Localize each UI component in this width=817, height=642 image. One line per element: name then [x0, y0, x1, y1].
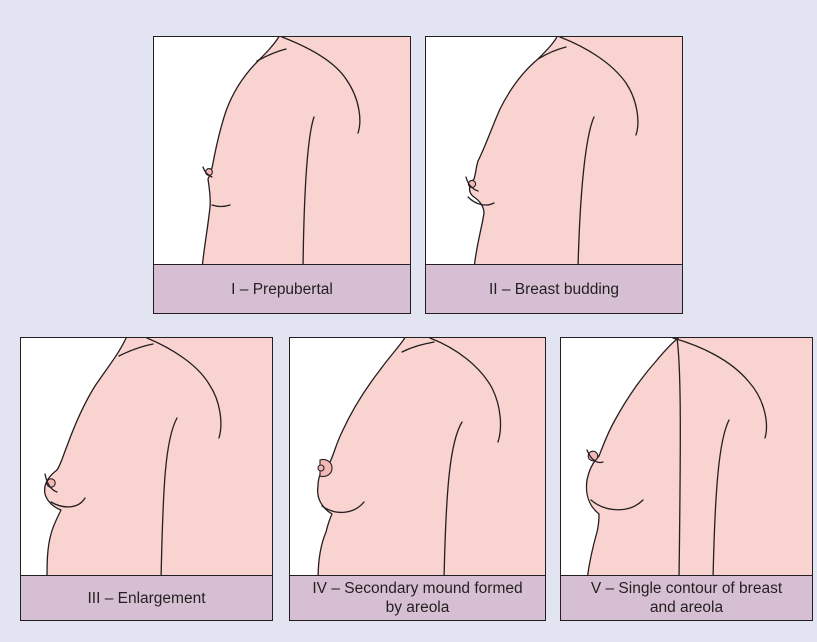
- stage-3-panel: III – Enlargement: [20, 337, 273, 621]
- stage-3-illustration: [21, 338, 273, 578]
- stage-2-illustration: [426, 37, 683, 267]
- stage-4-caption: IV – Secondary mound formed by areola: [290, 575, 545, 620]
- stage-5-caption: V – Single contour of breast and areola: [561, 575, 812, 620]
- stage-1-panel: I – Prepubertal: [153, 36, 411, 314]
- stage-4-illustration: [290, 338, 546, 578]
- stage-2-panel: II – Breast budding: [425, 36, 683, 314]
- stage-3-caption: III – Enlargement: [21, 575, 272, 620]
- stage-2-caption: II – Breast budding: [426, 264, 682, 313]
- stage-1-caption: I – Prepubertal: [154, 264, 410, 313]
- stage-5-panel: V – Single contour of breast and areola: [560, 337, 813, 621]
- stage-1-illustration: [154, 37, 411, 267]
- stage-4-panel: IV – Secondary mound formed by areola: [289, 337, 546, 621]
- stage-5-illustration: [561, 338, 813, 578]
